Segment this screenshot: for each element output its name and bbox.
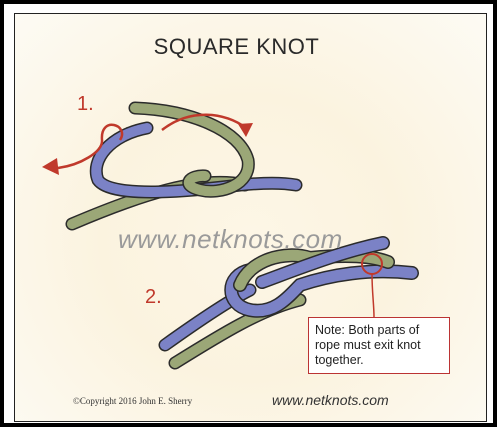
watermark-text: www.netknots.com	[118, 224, 343, 255]
copyright-text: ©Copyright 2016 John E. Sherry	[73, 396, 192, 406]
step-1-label: 1.	[77, 93, 94, 116]
step1-arrowhead-right	[238, 123, 253, 137]
callout-line	[372, 274, 374, 317]
diagram-title: SQUARE KNOT	[0, 34, 473, 60]
site-url: www.netknots.com	[272, 392, 389, 408]
step-2-label: 2.	[145, 286, 162, 309]
note-callout: Note: Both parts of rope must exit knot …	[308, 317, 450, 374]
step1-arrowhead-left	[42, 158, 59, 175]
